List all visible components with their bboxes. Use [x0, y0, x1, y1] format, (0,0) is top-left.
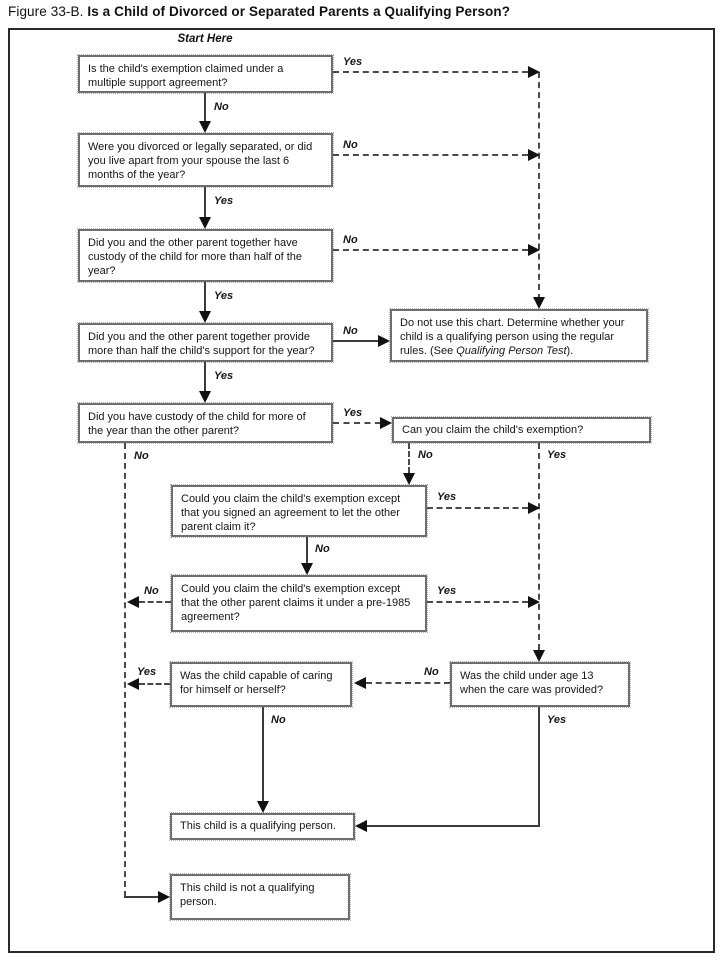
edge-q10-yes-elbow-line [367, 825, 540, 827]
edge-q1-yes-line [333, 71, 528, 73]
edge-q9-yes-line [139, 683, 170, 685]
edge-q10-yes-arrow-icon [355, 820, 367, 832]
edge-q10-no-arrow-icon [354, 677, 366, 689]
edge-q10-no-line [366, 682, 450, 684]
edge-q10-yes-rail-line [538, 707, 540, 827]
edge-q9-yes-label: Yes [137, 666, 157, 678]
edge-q1-no-label: No [214, 101, 229, 113]
figure-title-text: Is a Child of Divorced or Separated Pare… [87, 4, 511, 19]
edge-q7-yes-arrow-icon [528, 502, 540, 514]
edge-q5-yes-line [333, 422, 381, 424]
edge-q3-yes-line [204, 282, 206, 312]
edge-q7-no-label: No [315, 543, 330, 555]
edge-q2-no-line [333, 154, 528, 156]
node-q7-signed-agreement: Could you claim the child's exemption ex… [170, 484, 428, 538]
edge-q1-no-line [204, 93, 206, 122]
edge-q6-yes-rail-line [538, 443, 540, 650]
edge-q6-no-arrow-icon [403, 473, 415, 485]
edge-q9-no-line [262, 707, 264, 805]
edge-q2-yes-arrow-icon [199, 217, 211, 229]
edge-q4-no-line [333, 340, 379, 342]
edge-q6-yes-arrow-icon [533, 650, 545, 662]
edge-q5-no-elbow-line [124, 896, 158, 898]
edge-q2-yes-line [204, 187, 206, 218]
edge-q3-no-label: No [343, 234, 358, 246]
edge-q5-no-arrow-icon [158, 891, 170, 903]
edge-q4-yes-arrow-icon [199, 391, 211, 403]
edge-q8-yes-label: Yes [437, 585, 457, 597]
edge-q4-yes-line [204, 362, 206, 392]
edge-q1-yes-label: Yes [343, 56, 363, 68]
edge-q10-yes-label: Yes [547, 714, 567, 726]
node-q5-more-custody: Did you have custody of the child for mo… [77, 402, 334, 444]
edge-q5-yes-label: Yes [343, 407, 363, 419]
edge-q8-no-arrow-icon [127, 596, 139, 608]
edge-q7-yes-line [427, 507, 528, 509]
edge-q8-no-line [139, 601, 171, 603]
edge-q2-no-label: No [343, 139, 358, 151]
edge-q9-no-arrow-icon [257, 801, 269, 813]
start-here-label: Start Here [177, 33, 233, 45]
edge-q8-no-label: No [144, 585, 159, 597]
node-q2-divorced-separated: Were you divorced or legally separated, … [77, 132, 334, 188]
node-q8-pre-1985-agreement: Could you claim the child's exemption ex… [170, 574, 428, 633]
node-result-not-qualifying: This child is not a qualifying person. [169, 873, 351, 921]
edge-q2-yes-label: Yes [214, 195, 234, 207]
edge-q6-no-line [408, 443, 410, 473]
edge-q5-no-label: No [134, 450, 149, 462]
edge-q5-yes-arrow-icon [380, 417, 392, 429]
node-do-not-use-chart: Do not use this chart. Determine whether… [389, 308, 649, 363]
rail-right-line [538, 72, 540, 300]
figure-number: Figure 33-B. [8, 4, 84, 19]
node-q3-joint-custody: Did you and the other parent together ha… [77, 228, 334, 283]
edge-q6-no-label: No [418, 449, 433, 461]
node-q4-half-support: Did you and the other parent together pr… [77, 322, 334, 363]
node-q10-under-age-13: Was the child under age 13 when the care… [449, 661, 631, 708]
edge-q7-yes-label: Yes [437, 491, 457, 503]
edge-q3-yes-label: Yes [214, 290, 234, 302]
node-q1-multiple-support: Is the child's exemption claimed under a… [77, 54, 334, 94]
edge-q3-no-line [333, 249, 528, 251]
edge-q8-yes-arrow-icon [528, 596, 540, 608]
node-q9-child-capable: Was the child capable of caring for hims… [169, 661, 353, 708]
do-not-use-text-before: Do not use this chart. Determine whether… [400, 317, 625, 357]
do-not-use-text-italic: Qualifying Person Test [456, 345, 567, 357]
rail-right-arrow-icon [533, 297, 545, 309]
figure-title: Figure 33-B. Is a Child of Divorced or S… [8, 4, 510, 19]
edge-q7-no-arrow-icon [301, 563, 313, 575]
edge-q4-no-label: No [343, 325, 358, 337]
edge-q4-yes-label: Yes [214, 370, 234, 382]
edge-q4-no-arrow-icon [378, 335, 390, 347]
node-q6-claim-exemption: Can you claim the child's exemption? [391, 416, 652, 444]
edge-q3-yes-arrow-icon [199, 311, 211, 323]
edge-q3-no-arrow-icon [528, 244, 540, 256]
edge-q2-no-arrow-icon [528, 149, 540, 161]
edge-q6-yes-label: Yes [547, 449, 567, 461]
edge-q7-no-line [306, 537, 308, 564]
edge-q1-yes-arrow-icon [528, 66, 540, 78]
node-result-qualifying: This child is a qualifying person. [169, 812, 356, 841]
edge-q9-yes-arrow-icon [127, 678, 139, 690]
edge-q8-yes-line [427, 601, 528, 603]
do-not-use-text-after: ). [566, 345, 574, 357]
edge-q1-no-arrow-icon [199, 121, 211, 133]
edge-q9-no-label: No [271, 714, 286, 726]
edge-q5-no-rail-line [124, 443, 126, 897]
edge-q10-no-label: No [424, 666, 439, 678]
